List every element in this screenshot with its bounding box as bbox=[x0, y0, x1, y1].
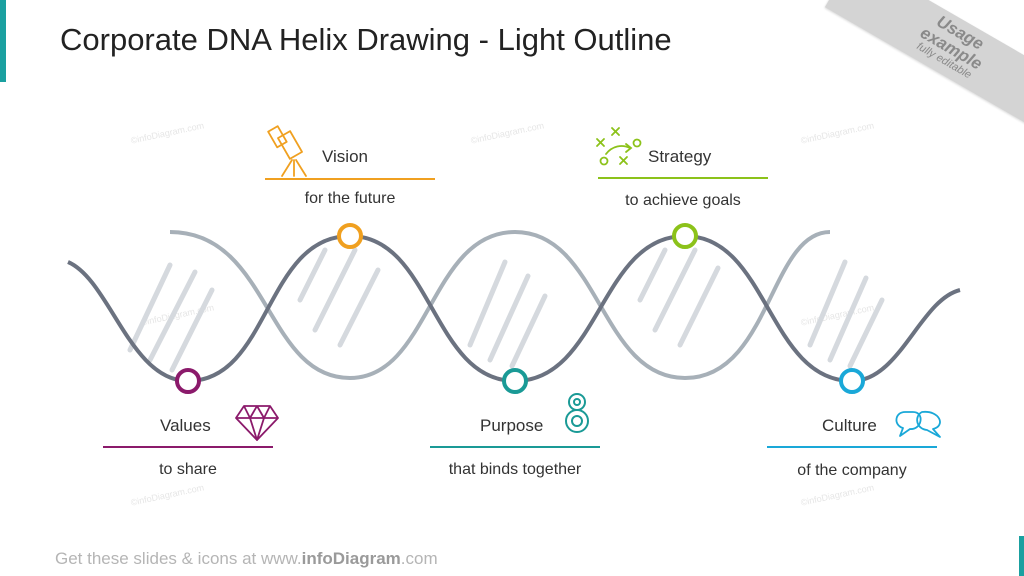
values-underline bbox=[103, 446, 273, 448]
accent-bar bbox=[0, 0, 6, 82]
footer-prefix: Get these slides & icons at www. bbox=[55, 549, 302, 568]
strategy-subtext: to achieve goals bbox=[625, 192, 741, 209]
location-pin-icon bbox=[565, 393, 589, 433]
accent-bar-right bbox=[1019, 536, 1024, 576]
purpose-underline bbox=[430, 446, 600, 448]
vision-label: Vision bbox=[322, 147, 368, 166]
values-label: Values bbox=[160, 416, 211, 435]
purpose-label: Purpose bbox=[480, 416, 544, 435]
slide-title: Corporate DNA Helix Drawing - Light Outl… bbox=[60, 22, 672, 57]
telescope-icon bbox=[267, 125, 307, 177]
strategy-underline bbox=[598, 177, 768, 179]
node-values bbox=[175, 368, 201, 394]
node-vision bbox=[337, 223, 363, 249]
purpose-subtext: that binds together bbox=[448, 461, 582, 478]
footer-suffix: .com bbox=[400, 549, 438, 568]
node-purpose bbox=[502, 368, 528, 394]
footer: Get these slides & icons at www.infoDiag… bbox=[55, 549, 438, 569]
tactics-icon bbox=[596, 127, 642, 166]
strategy-label: Strategy bbox=[648, 147, 712, 166]
helix-strand-light bbox=[169, 229, 831, 381]
values-subtext: to share bbox=[159, 461, 217, 478]
culture-subtext: of the company bbox=[797, 462, 907, 479]
node-culture bbox=[839, 368, 865, 394]
vision-underline bbox=[265, 178, 435, 180]
vision-subtext: for the future bbox=[304, 190, 396, 207]
node-strategy bbox=[672, 223, 698, 249]
culture-label: Culture bbox=[822, 416, 877, 435]
helix-rungs bbox=[127, 247, 885, 373]
culture-underline bbox=[767, 446, 937, 448]
diamond-icon bbox=[235, 405, 279, 441]
footer-brand: infoDiagram bbox=[301, 549, 401, 568]
speech-bubbles-icon bbox=[895, 411, 941, 438]
